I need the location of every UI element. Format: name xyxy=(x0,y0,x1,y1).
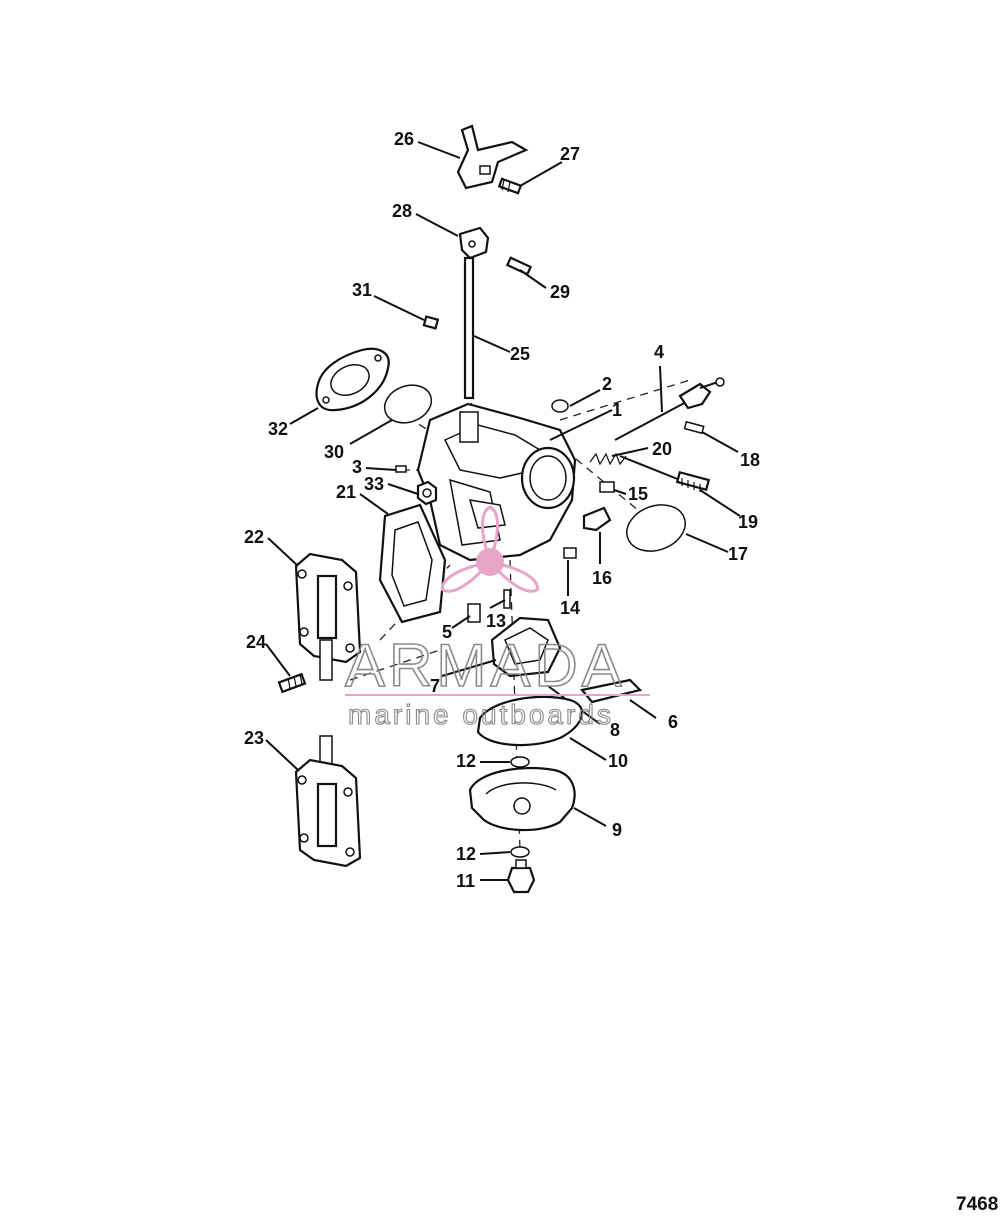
part-32-gasket xyxy=(315,347,390,412)
label-4: 4 xyxy=(654,342,664,362)
label-16: 16 xyxy=(592,568,612,588)
label-15: 15 xyxy=(628,484,648,504)
part-33-nut xyxy=(416,480,438,506)
part-labels: 26 27 28 29 31 25 4 2 1 32 30 20 18 3 33… xyxy=(244,129,760,891)
figure-number: 7468 xyxy=(956,1194,998,1215)
part-20-spring xyxy=(589,452,627,466)
label-11: 11 xyxy=(456,871,475,891)
part-28-arm xyxy=(458,226,490,260)
part-12-washer-lower xyxy=(510,846,530,858)
label-28: 28 xyxy=(392,201,412,221)
label-6: 6 xyxy=(668,712,678,732)
armada-logo-icon xyxy=(440,505,540,593)
label-1: 1 xyxy=(612,400,622,420)
part-14-plug xyxy=(563,547,577,559)
label-25: 25 xyxy=(510,344,530,364)
part-11-screw xyxy=(506,859,536,894)
label-10: 10 xyxy=(608,751,628,771)
part-7-float xyxy=(490,616,562,678)
label-32: 32 xyxy=(268,419,288,439)
part-4-needle xyxy=(614,377,725,441)
part-2-disc xyxy=(551,399,569,413)
watermark-title: ARMADA xyxy=(345,632,626,699)
label-29: 29 xyxy=(550,282,570,302)
label-26: 26 xyxy=(394,129,414,149)
label-18: 18 xyxy=(740,450,760,470)
label-13: 13 xyxy=(486,611,506,631)
label-23: 23 xyxy=(244,728,264,748)
label-22: 22 xyxy=(244,527,264,547)
label-24: 24 xyxy=(246,632,266,652)
part-17-cover xyxy=(626,504,686,552)
part-3-pin xyxy=(395,465,407,473)
part-30-disc xyxy=(383,384,433,424)
part-24-bolt xyxy=(277,672,307,694)
part-16-clip xyxy=(582,506,612,532)
part-15-fitting xyxy=(599,481,615,493)
leader-lines xyxy=(265,141,741,881)
label-30: 30 xyxy=(324,442,344,462)
label-33: 33 xyxy=(364,474,384,494)
part-31-plug xyxy=(422,315,440,330)
part-9-float-bowl xyxy=(468,766,576,832)
part-23-fuel-pump xyxy=(294,735,362,868)
part-6-pin xyxy=(579,678,643,704)
label-7: 7 xyxy=(430,676,440,696)
label-2: 2 xyxy=(602,374,612,394)
part-27-screw xyxy=(497,177,523,195)
label-20: 20 xyxy=(652,439,672,459)
part-26-cam xyxy=(456,124,529,190)
part-1-carburetor-body xyxy=(416,402,577,562)
part-29-screw xyxy=(505,256,533,276)
part-13-needle xyxy=(503,589,511,609)
label-27: 27 xyxy=(560,144,580,164)
part-5-spring xyxy=(467,603,481,623)
watermark-subtitle: marine outboards xyxy=(348,699,614,730)
label-8: 8 xyxy=(610,720,620,740)
label-3: 3 xyxy=(352,457,362,477)
part-25-shaft xyxy=(463,256,475,400)
watermark: ARMADA marine outboards xyxy=(344,505,650,731)
label-19: 19 xyxy=(738,512,758,532)
part-18-screw xyxy=(683,420,705,435)
part-21-gasket xyxy=(378,503,447,624)
label-12-upper: 12 xyxy=(456,751,476,771)
part-12-washer-upper xyxy=(510,756,530,768)
label-5: 5 xyxy=(442,622,452,642)
part-10-gasket xyxy=(476,695,584,747)
part-19-needle-screw xyxy=(619,455,711,492)
label-21: 21 xyxy=(336,482,356,502)
label-12-lower: 12 xyxy=(456,844,476,864)
label-31: 31 xyxy=(352,280,372,300)
label-14: 14 xyxy=(560,598,580,618)
label-9: 9 xyxy=(612,820,622,840)
label-17: 17 xyxy=(728,544,748,564)
part-22-fuel-pump xyxy=(294,552,362,681)
